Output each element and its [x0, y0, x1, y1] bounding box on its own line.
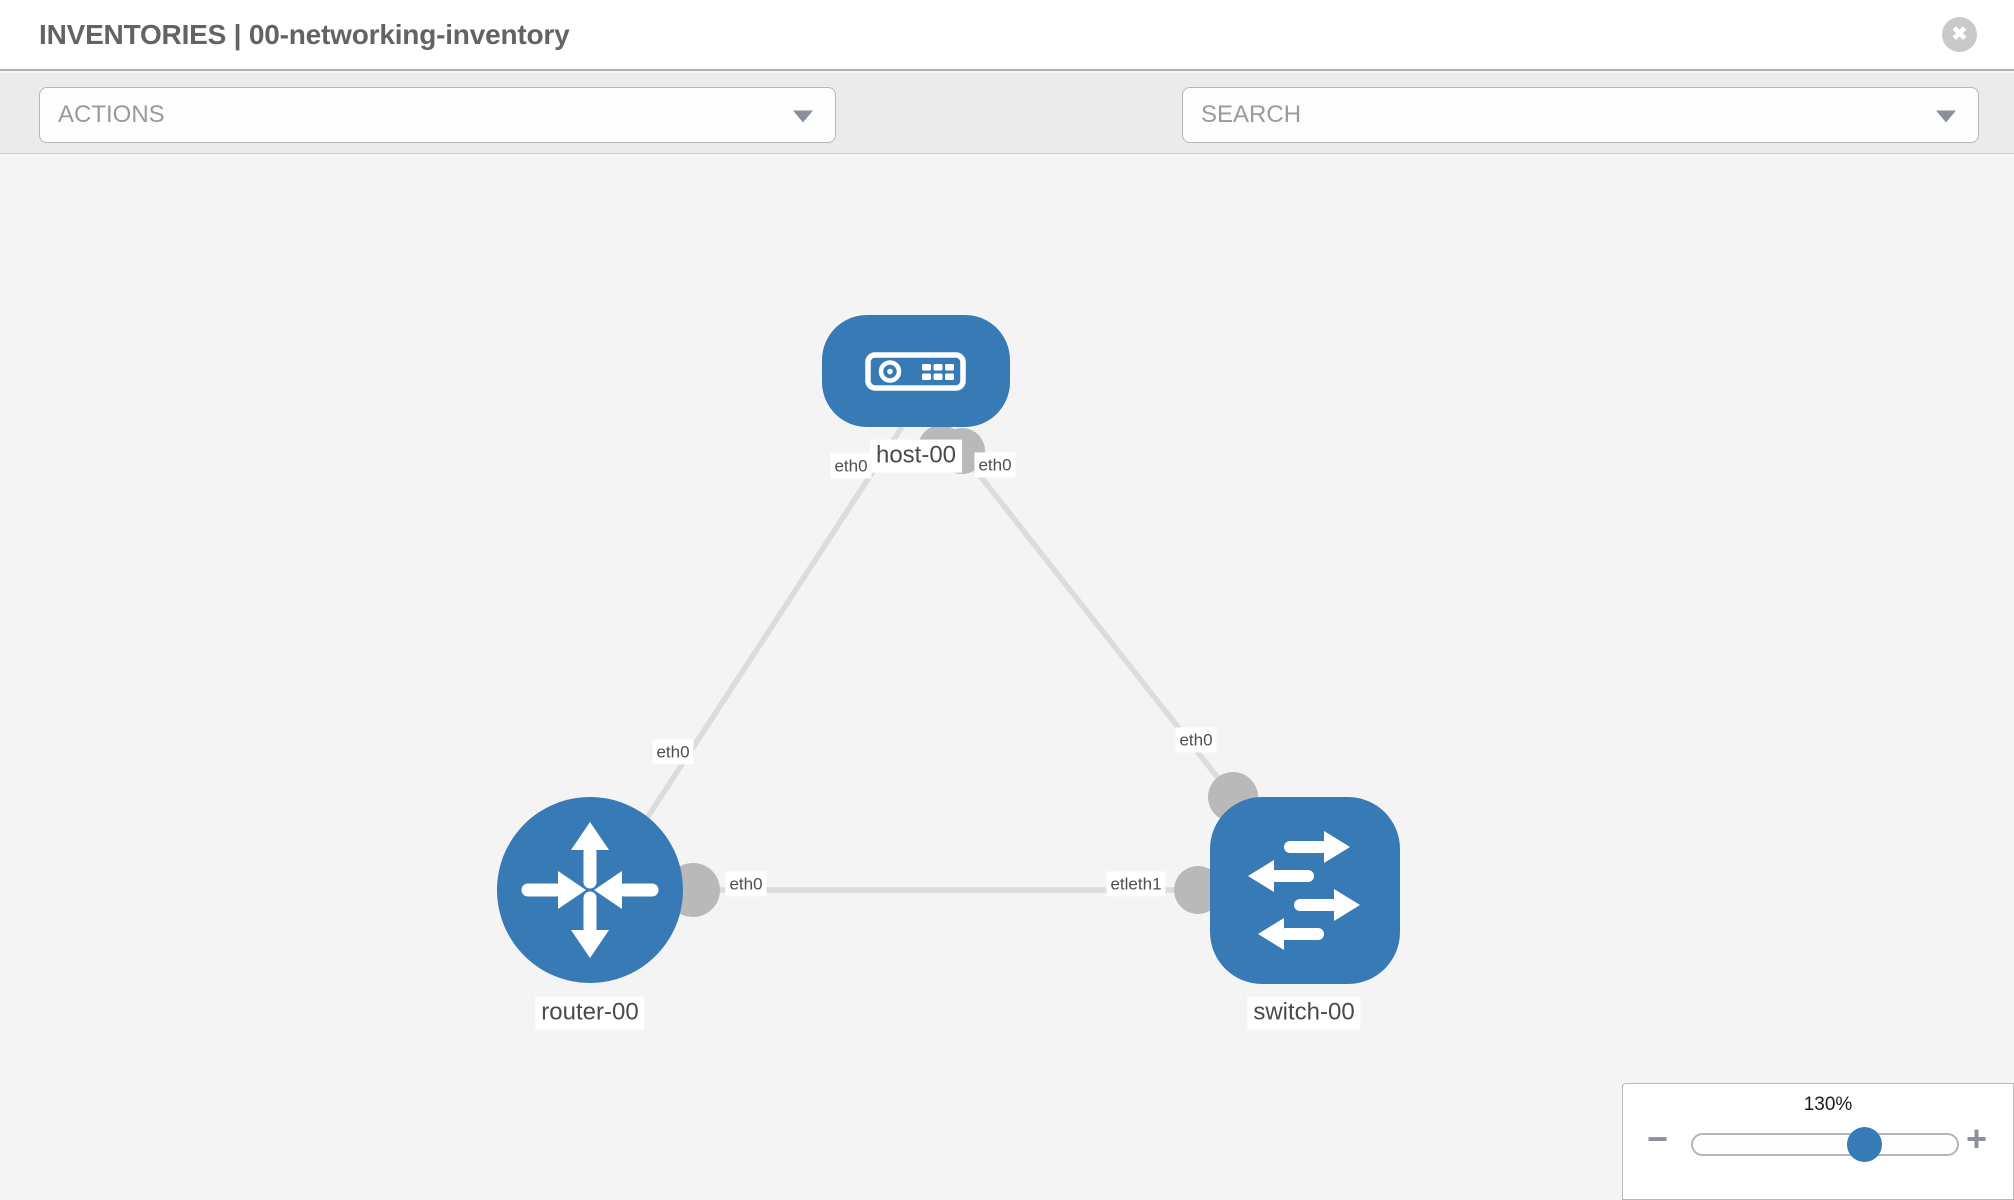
zoom-panel: 130% − +: [1622, 1083, 2014, 1200]
close-icon: ✖: [1951, 24, 1968, 45]
page-title: INVENTORIES | 00-networking-inventory: [39, 18, 570, 50]
node-label-router-00: router-00: [535, 996, 645, 1030]
toolbar: ACTIONS SEARCH: [0, 73, 2014, 207]
node-label-switch-00: switch-00: [1247, 996, 1361, 1030]
node-router-00[interactable]: [497, 797, 683, 983]
chevron-down-icon: [1936, 110, 1956, 123]
zoom-slider-thumb[interactable]: [1847, 1127, 1882, 1162]
zoom-percent: 130%: [1803, 1094, 1853, 1115]
if-label-router-top: eth0: [652, 739, 694, 765]
actions-dropdown[interactable]: ACTIONS: [39, 87, 836, 143]
topology-canvas[interactable]: [0, 155, 2014, 1200]
zoom-in-button[interactable]: +: [1966, 1118, 1988, 1159]
if-label-router-right: eth0: [725, 871, 767, 897]
zoom-out-button[interactable]: −: [1647, 1118, 1669, 1159]
links: [644, 425, 1236, 893]
node-label-host-00: host-00: [869, 439, 963, 473]
zoom-slider-track[interactable]: [1691, 1133, 1959, 1156]
topology-svg: [497, 315, 1400, 984]
if-label-switch-left: etleth1: [1106, 871, 1166, 897]
if-label-host-left: eth0: [830, 453, 872, 479]
search-dropdown[interactable]: SEARCH: [1182, 87, 1979, 143]
interface-endpoints: [666, 425, 1258, 917]
header: INVENTORIES | 00-networking-inventory ✖: [0, 0, 2014, 71]
node-switch-00[interactable]: [1210, 797, 1400, 984]
actions-dropdown-label: ACTIONS: [58, 101, 165, 128]
chevron-down-icon: [793, 110, 813, 123]
if-label-host-right: eth0: [974, 452, 1016, 478]
search-dropdown-label: SEARCH: [1201, 101, 1302, 128]
close-button[interactable]: ✖: [1942, 17, 1977, 52]
router-icon: [521, 822, 659, 958]
node-host-00[interactable]: [822, 315, 1010, 427]
host-icon: [865, 352, 966, 391]
if-label-switch-top: eth0: [1175, 727, 1217, 753]
switch-icon: [1248, 831, 1360, 950]
